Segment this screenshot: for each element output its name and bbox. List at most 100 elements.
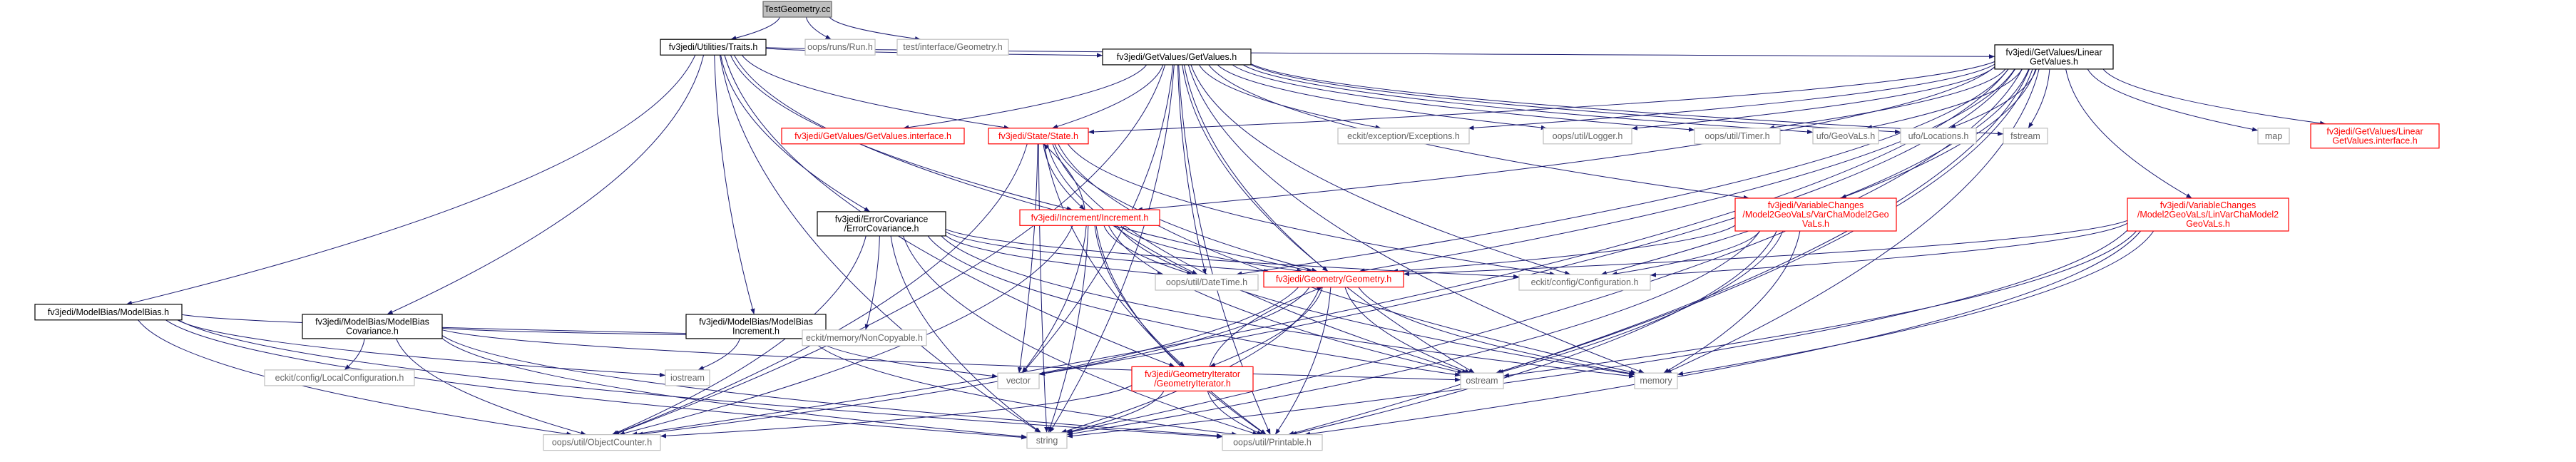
node-box-geometry (1263, 271, 1404, 288)
edge-vc1-to-printable (1291, 230, 1777, 436)
node-label-vc2-0: fv3jedi/VariableChanges (2160, 200, 2256, 210)
node-map: map (2257, 128, 2290, 145)
node-datetime: oops/util/DateTime.h (1155, 274, 1259, 291)
node-errcov[interactable]: fv3jedi/ErrorCovariance/ErrorCovariance.… (817, 211, 946, 237)
edge-traits-to-geometry (733, 54, 1313, 273)
node-label-datetime-0: oops/util/DateTime.h (1166, 277, 1247, 287)
nodes-layer: TestGeometry.cc fv3jedi/Utilities/Traits.… (34, 1, 2440, 451)
node-geomiter[interactable]: fv3jedi/GeometryIterator/GeometryIterato… (1131, 366, 1254, 392)
node-vector: vector (997, 372, 1040, 389)
node-label-map-0: map (2265, 131, 2282, 141)
node-geometry[interactable]: fv3jedi/Geometry/Geometry.h (1263, 271, 1404, 288)
edge-increment-to-state (1043, 143, 1085, 210)
node-objcounter: oops/util/ObjectCounter.h (543, 433, 661, 451)
node-label-getvaluesiface-0: fv3jedi/GetValues/GetValues.interface.h (794, 131, 951, 141)
node-box-objcounter (543, 433, 661, 451)
node-box-vc1 (1734, 197, 1897, 232)
edge-vc2-to-string (1066, 230, 2128, 438)
edge-state-to-increment (1043, 143, 1085, 210)
edge-lingetvalues-to-locations (1949, 68, 2037, 129)
node-label-modelbiasinc-1: Increment.h (732, 326, 780, 336)
node-label-objcounter-0: oops/util/ObjectCounter.h (552, 438, 652, 448)
edge-modelbias-to-printable (178, 319, 1223, 439)
edge-lingetvalues-to-memory (1665, 68, 2040, 374)
node-getvaluesiface[interactable]: fv3jedi/GetValues/GetValues.interface.h (781, 128, 965, 145)
edge-root-to-run (805, 16, 832, 40)
node-getvalues[interactable]: fv3jedi/GetValues/GetValues.h (1102, 48, 1252, 66)
node-locations: ufo/Locations.h (1900, 128, 1977, 145)
node-box-fstream (2003, 128, 2048, 145)
edge-modelbiascov-to-localconfig (344, 338, 365, 371)
node-label-localconfig-0: eckit/config/LocalConfiguration.h (275, 373, 404, 383)
edge-state-to-datetime (1047, 143, 1198, 275)
node-label-string-0: string (1036, 436, 1058, 446)
node-root[interactable]: TestGeometry.cc (762, 1, 832, 18)
edge-traits-to-errcov (720, 55, 871, 212)
node-vc1[interactable]: fv3jedi/VariableChanges/Model2GeoVaLs/Va… (1734, 197, 1897, 232)
node-state[interactable]: fv3jedi/State/State.h (988, 128, 1089, 145)
edge-getvalues-to-datetime (1177, 64, 1207, 275)
edge-increment-to-geomiter (1094, 225, 1185, 367)
edge-getvalues-to-vc1 (1208, 64, 1749, 200)
edge-errcov-to-datetime (945, 235, 1163, 277)
node-label-vector-0: vector (1006, 376, 1031, 386)
node-box-modelbiascov (302, 314, 443, 339)
node-logger: oops/util/Logger.h (1543, 128, 1632, 145)
node-label-run-0: oops/runs/Run.h (807, 42, 873, 52)
edge-increment-to-memory (1116, 225, 1635, 376)
edge-vc1-to-string (1066, 230, 1761, 436)
node-box-datetime (1155, 274, 1259, 291)
edge-vc1-to-configuration (1611, 230, 1761, 276)
edge-root-to-traits (730, 16, 781, 41)
node-box-configuration (1518, 274, 1651, 291)
node-box-localconfig (264, 369, 415, 386)
edge-traits-to-modelbias (126, 54, 696, 306)
edge-vc1-to-memory (1663, 230, 1801, 374)
node-vc2[interactable]: fv3jedi/VariableChanges/Model2GeoVaLs/Li… (2127, 197, 2289, 232)
edge-lingetvalues-to-map (2087, 68, 2259, 132)
node-box-ostream (1460, 372, 1504, 389)
node-label-fstream-0: fstream (2010, 131, 2040, 141)
node-label-state-0: fv3jedi/State/State.h (998, 131, 1078, 141)
edge-increment-to-ostream (1108, 225, 1463, 374)
node-box-traits (660, 38, 767, 56)
node-label-vc2-1: /Model2GeoVaLs/LinVarChaModel2 (2137, 210, 2279, 220)
edge-getvalues-to-objcounter (613, 64, 1166, 436)
node-label-geomiter-1: /GeometryIterator.h (1154, 379, 1231, 389)
edge-vc2-to-configuration (1650, 222, 2128, 277)
node-label-geovals-0: ufo/GeoVaLs.h (1816, 131, 1876, 141)
edge-lingetvalues-to-lingetvaluesiface (2102, 68, 2326, 125)
edge-modelbias-to-string (165, 319, 1028, 440)
edge-getvalues-to-ostream (1183, 64, 1475, 374)
node-box-exceptions (1337, 128, 1470, 145)
edge-traits-to-string (719, 55, 1041, 433)
edge-increment-to-string (1048, 225, 1089, 433)
node-modelbias[interactable]: fv3jedi/ModelBias/ModelBias.h (34, 304, 183, 321)
edge-lingetvalues-to-datetime (1236, 68, 2009, 276)
node-iostream: iostream (665, 369, 710, 386)
edge-vc2-to-printable (1304, 230, 2141, 436)
edge-getvalues-to-configuration (1190, 64, 1571, 275)
edge-geometry-to-ostream (1344, 287, 1471, 374)
node-label-locations-0: ufo/Locations.h (1908, 131, 1969, 141)
node-label-iostream-0: iostream (670, 373, 705, 383)
node-lingetvaluesiface[interactable]: fv3jedi/GetValues/LinearGetValues.interf… (2310, 123, 2440, 149)
edge-modelbiascov-to-ostream (441, 329, 1461, 382)
node-memory: memory (1634, 372, 1678, 389)
node-label-geometry-0: fv3jedi/Geometry/Geometry.h (1276, 274, 1391, 284)
node-increment[interactable]: fv3jedi/Increment/Increment.h (1019, 209, 1160, 226)
node-box-map (2257, 128, 2290, 145)
edge-modelbiascov-to-objcounter (396, 338, 587, 436)
node-traits[interactable]: fv3jedi/Utilities/Traits.h (660, 38, 767, 56)
node-label-ostream-0: ostream (1466, 376, 1498, 386)
edge-modelbiasinc-to-printable (809, 338, 1238, 436)
node-box-geovals (1812, 128, 1879, 145)
node-label-getvalues-0: fv3jedi/GetValues/GetValues.h (1117, 52, 1237, 62)
edge-state-to-configuration (1067, 143, 1555, 276)
edge-modelbiascov-to-string (441, 338, 1028, 439)
edge-vc1-to-ostream (1497, 230, 1784, 374)
